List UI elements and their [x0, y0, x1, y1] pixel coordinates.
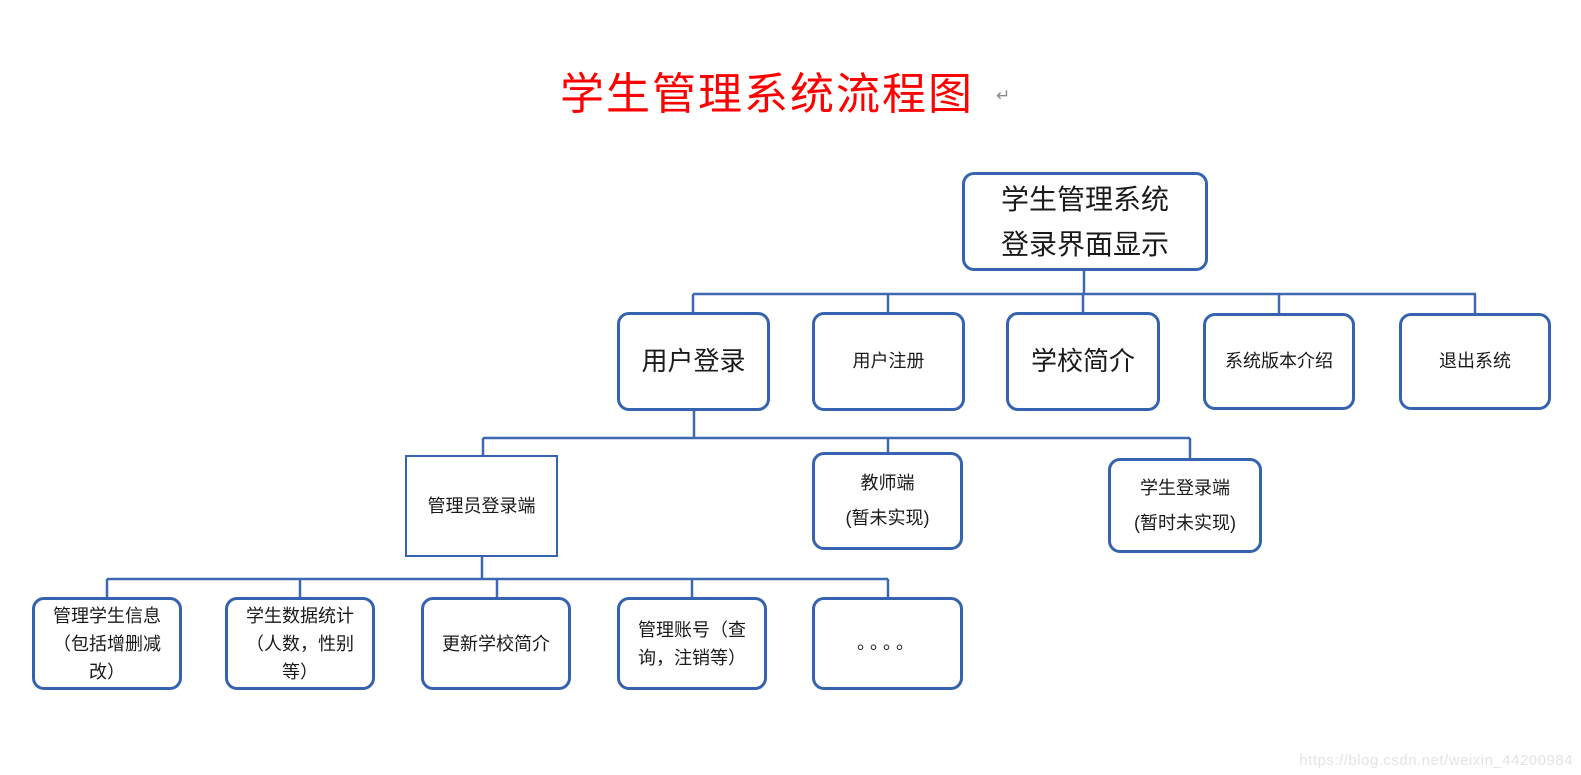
node-manage-accounts: 管理账号（查 询，注销等）	[617, 597, 767, 690]
node-admin-terminal-label: 管理员登录端	[427, 495, 536, 516]
paragraph-mark-icon: ↵	[996, 86, 1011, 105]
node-school-intro: 学校简介	[1006, 312, 1160, 411]
node-system-version: 系统版本介绍	[1203, 313, 1355, 410]
watermark-text: https://blog.csdn.net/weixin_44200984	[1299, 752, 1573, 769]
node-manage-accounts-label: 管理账号（查 询，注销等）	[638, 619, 746, 668]
node-user-register-label: 用户注册	[852, 351, 925, 371]
node-manage-student-info: 管理学生信息 （包括增删减 改）	[32, 597, 182, 690]
node-user-register: 用户注册	[812, 312, 965, 411]
node-ellipsis: 。。。。	[812, 597, 963, 690]
node-teacher-terminal-label: 教师端 (暂未实现)	[845, 473, 930, 528]
node-exit-system-label: 退出系统	[1439, 351, 1511, 371]
node-admin-terminal: 管理员登录端	[405, 455, 558, 557]
node-student-terminal-label: 学生登录端 (暂时未实现)	[1134, 477, 1236, 533]
page-title: 学生管理系统流程图	[560, 70, 974, 119]
node-update-school-intro: 更新学校简介	[421, 597, 571, 690]
node-root-label: 学生管理系统 登录界面显示	[1000, 183, 1169, 260]
node-student-terminal: 学生登录端 (暂时未实现)	[1108, 458, 1262, 553]
node-ellipsis-label: 。。。。	[857, 633, 918, 653]
node-exit-system: 退出系统	[1399, 313, 1551, 410]
node-teacher-terminal: 教师端 (暂未实现)	[812, 452, 963, 550]
node-user-login-label: 用户登录	[641, 346, 746, 376]
node-update-school-intro-label: 更新学校简介	[442, 633, 550, 654]
node-system-version-label: 系统版本介绍	[1225, 351, 1333, 371]
node-school-intro-label: 学校简介	[1030, 346, 1135, 376]
node-user-login: 用户登录	[617, 312, 770, 411]
node-manage-student-info-label: 管理学生信息 （包括增删减 改）	[53, 605, 161, 682]
node-root: 学生管理系统 登录界面显示	[962, 172, 1208, 271]
node-student-statistics: 学生数据统计 （人数，性别 等）	[225, 597, 375, 690]
node-student-statistics-label: 学生数据统计 （人数，性别 等）	[246, 605, 354, 682]
